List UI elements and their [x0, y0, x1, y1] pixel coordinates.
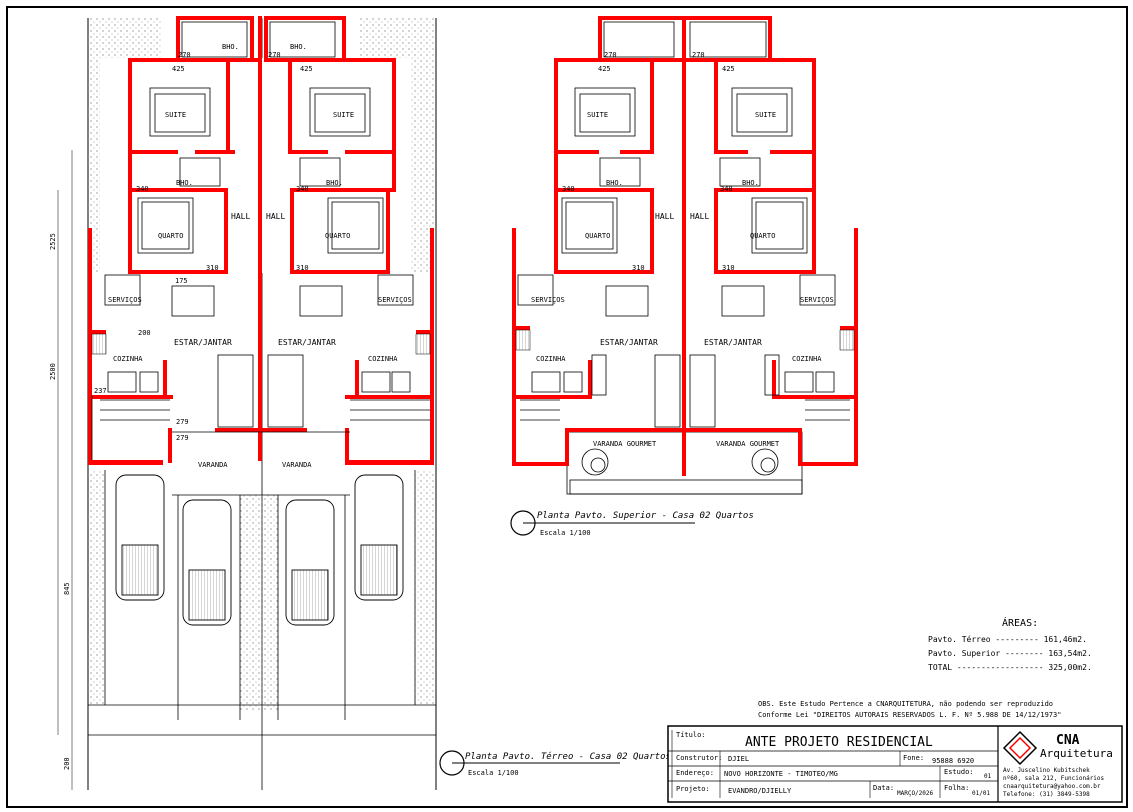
dim-310-c: 310 — [632, 264, 645, 272]
dim-340-a: 340 — [136, 185, 149, 193]
tb-data-label: Data: — [873, 784, 894, 792]
room-label-suite-a: SUITE — [165, 111, 186, 119]
dim-175-a: 175 — [175, 277, 188, 285]
room-label-hall-d: HALL — [690, 212, 709, 221]
tb-projeto-label: Projeto: — [676, 785, 710, 793]
room-label-quarto-a: QUARTO — [158, 232, 183, 240]
dim-845: 845 — [63, 582, 71, 595]
room-label-varanda-b: VARANDA — [282, 461, 312, 469]
tb-endereco-label: Endereço: — [676, 769, 714, 777]
areas-heading: ÁREAS: — [1002, 616, 1038, 629]
tb-construtor-value: DJIEL — [728, 755, 749, 763]
dim-270-b: 270 — [268, 51, 281, 59]
dim-270-d: 270 — [692, 51, 705, 59]
caption-superior-scale: Escala 1/100 — [540, 529, 591, 537]
caption-terreo-scale: Escala 1/100 — [468, 769, 519, 777]
room-label-estar-b: ESTAR/JANTAR — [278, 338, 336, 347]
areas-superior: Pavto. Superior -------- 163,54m2. — [928, 649, 1092, 658]
room-label-gourmet-a: VARANDA GOURMET — [593, 440, 657, 448]
room-label-estar-d: ESTAR/JANTAR — [704, 338, 762, 347]
upper-floor-plan: SUITE SUITE BHO. BHO. HALL HALL QUARTO Q… — [510, 16, 858, 537]
room-label-suite-b: SUITE — [333, 111, 354, 119]
room-label-cozinha-a: COZINHA — [113, 355, 143, 363]
areas-terreo: Pavto. Térreo --------- 161,46m2. — [928, 634, 1087, 644]
room-label-bho-c2: BHO. — [606, 179, 623, 187]
copyright-notice-line1: OBS. Este Estudo Pertence a CNARQUITETUR… — [758, 700, 1053, 708]
room-label-cozinha-d: COZINHA — [792, 355, 822, 363]
caption-terreo-title: Planta Pavto. Térreo - Casa 02 Quartos — [465, 751, 671, 762]
caption-superior-title: Planta Pavto. Superior - Casa 02 Quartos — [537, 511, 754, 521]
tb-addr3: cnaarquitetura@yahoo.com.br — [1003, 783, 1101, 790]
room-label-gourmet-b: VARANDA GOURMET — [716, 440, 780, 448]
copyright-notice-line2: Conforme Lei "DIREITOS AUTORAIS RESERVAD… — [758, 711, 1061, 719]
room-label-cozinha-b: COZINHA — [368, 355, 398, 363]
tb-titulo-label: Título: — [676, 731, 706, 739]
tb-folha-label: Folha: — [944, 784, 969, 792]
dim-340-b: 340 — [296, 185, 309, 193]
room-label-servicos-b: SERVIÇOS — [378, 296, 412, 304]
room-label-servicos-a: SERVIÇOS — [108, 296, 142, 304]
room-label-hall-a: HALL — [231, 212, 250, 221]
room-label-estar-a: ESTAR/JANTAR — [174, 338, 232, 347]
room-label-cozinha-c: COZINHA — [536, 355, 566, 363]
dim-200-bottom: 200 — [63, 757, 71, 770]
room-label-bho-b2: BHO. — [326, 179, 343, 187]
tb-addr2: nº60, sala 212, Funcionários — [1003, 775, 1105, 782]
dim-425-d: 425 — [722, 65, 735, 73]
dim-2500: 2500 — [49, 363, 57, 380]
tb-addr1: Av. Juscelino Kubitschek — [1003, 767, 1090, 774]
tb-estudo-value: 01 — [984, 773, 992, 780]
ground-floor-plan: SUITE SUITE BHO. BHO. BHO. BHO. HALL HAL… — [49, 16, 671, 790]
dim-310-a: 310 — [206, 264, 219, 272]
sheet-border — [6, 6, 1128, 808]
dim-200-a: 200 — [138, 329, 151, 337]
tb-brand: CNA — [1056, 733, 1080, 748]
tb-addr4: Telefone: (31) 3849-5398 — [1003, 791, 1090, 798]
room-label-hall-c: HALL — [655, 212, 674, 221]
dim-2525: 2525 — [49, 233, 57, 250]
dim-310-d: 310 — [722, 264, 735, 272]
dim-310-b: 310 — [296, 264, 309, 272]
dim-425-c: 425 — [598, 65, 611, 73]
cna-logo-icon — [1002, 730, 1038, 766]
tb-estudo-label: Estudo: — [944, 768, 974, 776]
areas-total: TOTAL ------------------ 325,00m2. — [928, 663, 1092, 672]
tb-folha-value: 01/01 — [972, 790, 990, 797]
tb-fone-label: Fone: — [903, 754, 924, 762]
dim-279-b: 279 — [176, 434, 189, 442]
tb-fone-value: 95888 6920 — [932, 757, 974, 765]
room-label-suite-d: SUITE — [755, 111, 776, 119]
dim-279-a: 279 — [176, 418, 189, 426]
room-label-quarto-b: QUARTO — [325, 232, 350, 240]
tb-titulo-value: ANTE PROJETO RESIDENCIAL — [745, 735, 933, 750]
room-label-quarto-d: QUARTO — [750, 232, 775, 240]
tb-projeto-value: EVANDRO/DJIELLY — [728, 787, 792, 795]
room-label-bho-d2: BHO. — [742, 179, 759, 187]
tb-endereco-value: NOVO HORIZONTE - TIMOTEO/MG — [724, 770, 838, 778]
room-label-suite-c: SUITE — [587, 111, 608, 119]
room-label-bho-a2: BHO. — [176, 179, 193, 187]
room-label-servicos-c: SERVIÇOS — [531, 296, 565, 304]
dim-270-a: 270 — [178, 51, 191, 59]
areas-table: ÁREAS: Pavto. Térreo --------- 161,46m2.… — [928, 616, 1092, 672]
room-label-varanda-a: VARANDA — [198, 461, 228, 469]
room-label-hall-b: HALL — [266, 212, 285, 221]
tb-data-value: MARÇO/2026 — [897, 790, 934, 797]
dim-425-a: 425 — [172, 65, 185, 73]
room-label-bho-b1: BHO. — [290, 43, 307, 51]
dim-340-d: 340 — [720, 185, 733, 193]
room-label-bho-a1: BHO. — [222, 43, 239, 51]
dim-237-a: 237 — [94, 387, 107, 395]
tb-construtor-label: Construtor: — [676, 754, 722, 762]
title-block: Título: ANTE PROJETO RESIDENCIAL Constru… — [667, 725, 1123, 803]
tb-brand-sub: Arquitetura — [1040, 747, 1113, 760]
dim-425-b: 425 — [300, 65, 313, 73]
room-label-quarto-c: QUARTO — [585, 232, 610, 240]
room-label-estar-c: ESTAR/JANTAR — [600, 338, 658, 347]
dim-270-c: 270 — [604, 51, 617, 59]
dim-340-c: 340 — [562, 185, 575, 193]
room-label-servicos-d: SERVIÇOS — [800, 296, 834, 304]
